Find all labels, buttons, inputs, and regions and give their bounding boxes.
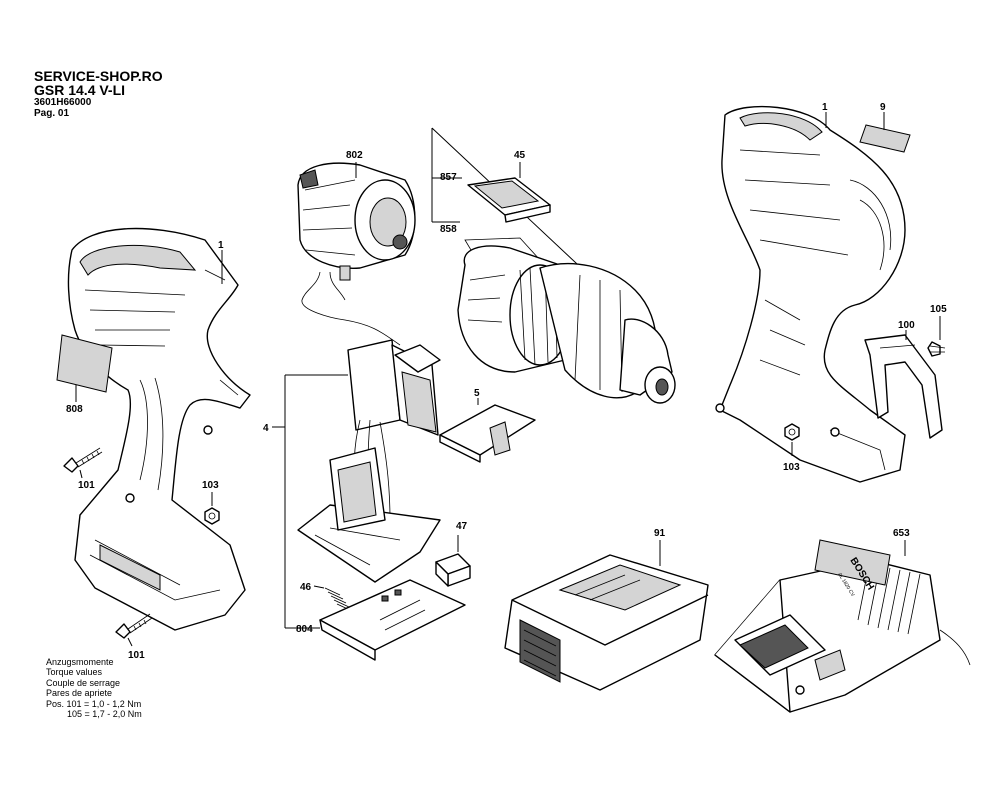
torque-pos-105: 105 = 1,7 - 2,0 Nm — [67, 709, 142, 720]
label-802: 802 — [346, 150, 363, 161]
shop-name: SERVICE-SHOP.RO — [34, 68, 163, 84]
label-1-right: 1 — [822, 102, 828, 113]
switch-module — [347, 339, 441, 521]
screw-101-upper — [63, 447, 103, 479]
screw-101-lower — [115, 613, 153, 647]
label-1-left: 1 — [218, 240, 224, 251]
battery-pack — [504, 540, 709, 691]
part-5 — [439, 398, 536, 463]
part-857 — [467, 177, 551, 223]
page-number: Pag. 01 — [34, 108, 70, 119]
label-9: 9 — [880, 102, 886, 113]
part-number: 3601H66000 — [34, 97, 92, 108]
torque-line-en: Torque values — [46, 667, 103, 678]
spring-46 — [313, 585, 353, 612]
right-housing — [715, 105, 906, 483]
label-804: 804 — [296, 624, 313, 635]
label-sticker-808 — [56, 334, 113, 402]
label-105: 105 — [930, 304, 947, 315]
gearbox-chuck — [457, 237, 676, 404]
board-804 — [319, 579, 466, 661]
left-housing — [67, 227, 251, 631]
label-858: 858 — [440, 224, 457, 235]
torque-pos-101: Pos. 101 = 1,0 - 1,2 Nm — [46, 698, 142, 709]
motor — [297, 162, 416, 346]
label-46: 46 — [300, 582, 312, 593]
switch-base-board — [297, 447, 441, 583]
part-47 — [435, 535, 471, 587]
header: SERVICE-SHOP.RO GSR 14.4 V-LI 3601H66000… — [34, 69, 163, 119]
torque-line-fr: Couple de serrage — [46, 677, 121, 688]
charger — [714, 539, 971, 713]
torque-note: Anzugsmomente Torque values Couple de se… — [46, 657, 142, 719]
label-sticker-9 — [859, 112, 911, 153]
label-100: 100 — [898, 320, 915, 331]
label-857: 857 — [440, 172, 457, 183]
torque-line-es: Pares de apriete — [46, 688, 113, 699]
torque-line-de: Anzugsmomente — [46, 657, 114, 667]
nut-103-right — [784, 423, 800, 456]
label-103-right: 103 — [783, 462, 800, 473]
group-4-bracket — [272, 374, 348, 629]
label-47: 47 — [456, 521, 468, 532]
label-808: 808 — [66, 404, 83, 415]
label-5: 5 — [474, 388, 480, 399]
label-103-left: 103 — [202, 480, 219, 491]
model-name: GSR 14.4 V-LI — [34, 82, 126, 98]
label-653: 653 — [893, 528, 910, 539]
label-101-lower: 101 — [128, 650, 145, 661]
label-4: 4 — [263, 423, 269, 434]
nut-103-left — [204, 492, 220, 525]
clip-100 — [864, 330, 943, 439]
label-45: 45 — [514, 150, 526, 161]
screw-105 — [927, 316, 946, 357]
label-91: 91 — [654, 528, 666, 539]
label-101-upper: 101 — [78, 480, 95, 491]
